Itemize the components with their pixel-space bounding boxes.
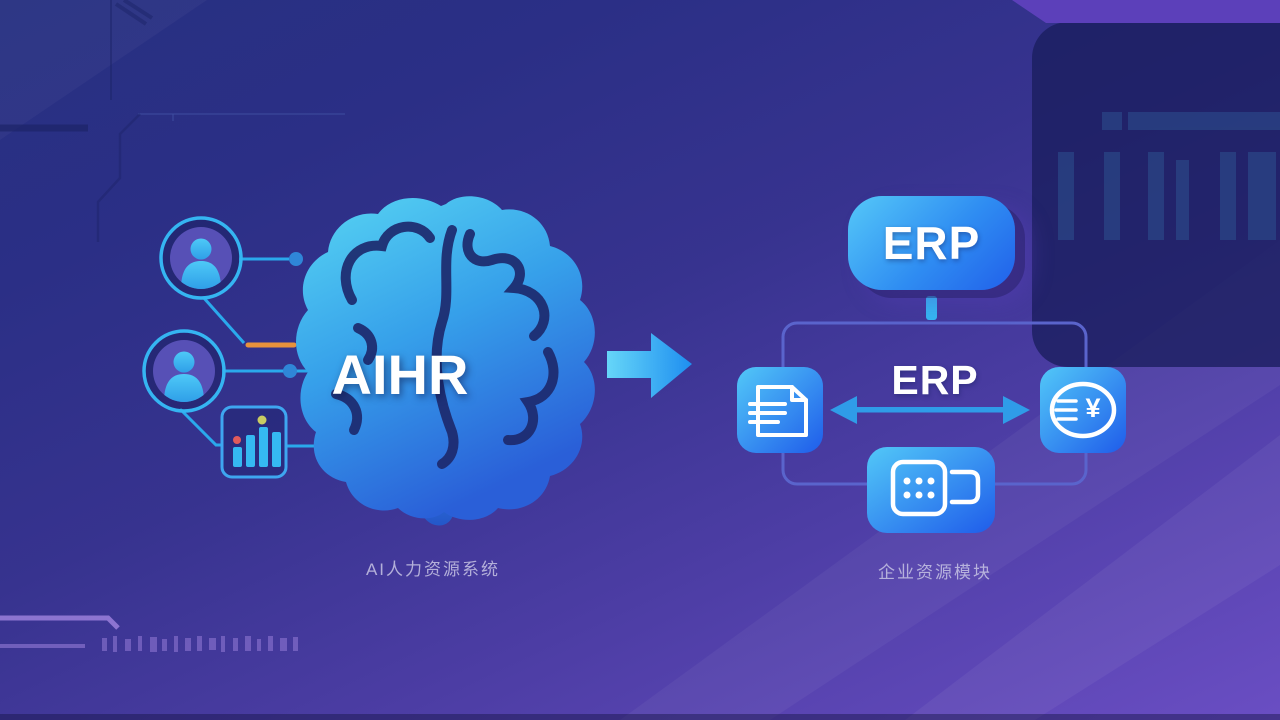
bar-chart-icon [233,415,281,467]
currency-icon [1049,381,1117,439]
erp-hub-label: ERP [891,357,979,403]
erp-bubble-label: ERP [882,217,981,269]
bottom-left-deco [0,615,298,652]
brain-folds [331,221,559,469]
currency-tile [1040,367,1126,453]
user-icon [181,238,221,289]
chart-node [220,405,288,479]
document-icon [748,385,808,437]
erp-bubble: ERP [848,196,1015,290]
brain-icon [296,196,595,526]
bottom-edge-strip [0,714,1280,720]
aihr-logo-text: AIHR [331,343,469,406]
arrow-right-icon [607,333,692,398]
yuan-symbol: ¥ [1085,393,1101,423]
user-node-2 [142,329,226,413]
left-caption: AI人力资源系统 [365,560,501,579]
corner-bars [1058,112,1280,240]
module-tile [867,447,995,533]
user-icon [164,351,204,402]
bubble-connector [926,296,937,320]
document-tile [737,367,823,453]
module-icon [890,459,981,517]
link-arrows-icon [830,396,1030,424]
circuit-traces [0,0,345,242]
user-node-1 [159,216,243,300]
right-caption: 企业资源模块 [878,563,992,582]
